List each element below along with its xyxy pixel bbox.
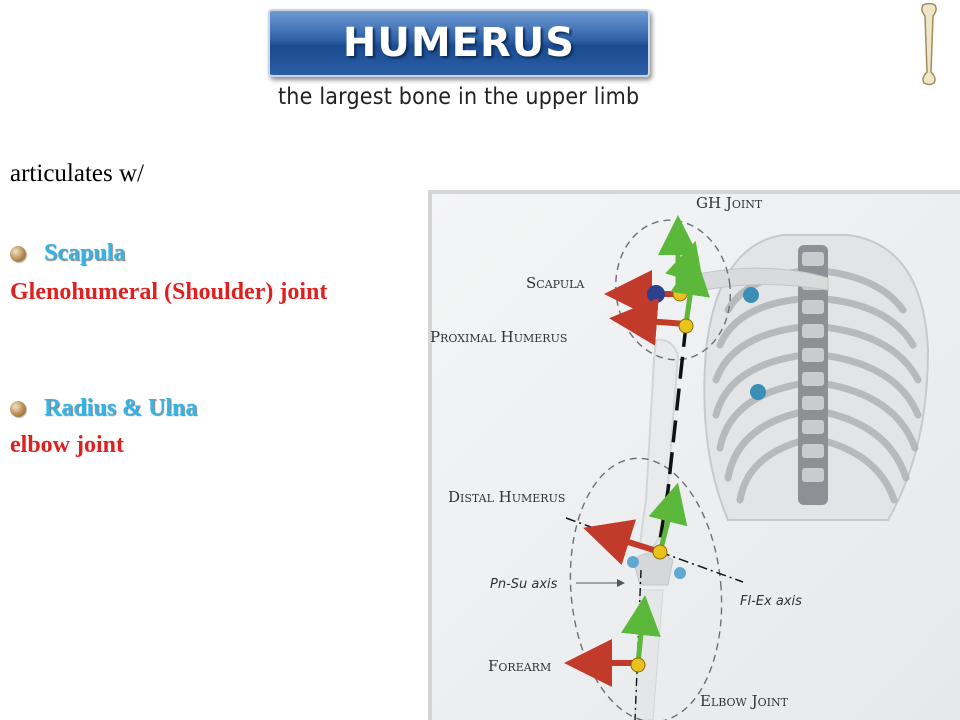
bullet-dot-icon <box>10 400 26 417</box>
label-forearm: Forearm <box>488 657 551 675</box>
joint-name: elbow joint <box>10 432 124 458</box>
label-scapula: Scapula <box>526 274 585 292</box>
coordinate-arrows <box>564 215 710 687</box>
bone-icon <box>921 2 937 86</box>
title-banner: HUMERUS <box>268 9 650 77</box>
label-proximal-humerus: Proximal Humerus <box>430 328 567 346</box>
label-fl-ex-axis: Fl-Ex axis <box>740 594 802 609</box>
list-item: Radius & Ulna <box>10 395 197 422</box>
anatomy-figure: GH Joint Scapula Proximal Humerus Distal… <box>428 190 960 720</box>
rib-cage <box>692 234 930 521</box>
page-title: HUMERUS <box>342 20 576 66</box>
list-item: Scapula <box>10 240 125 267</box>
joint-name: Glenohumeral (Shoulder) joint <box>10 279 328 305</box>
page-subtitle: the largest bone in the upper limb <box>278 84 640 110</box>
bone-name: Scapula <box>44 240 126 266</box>
bullet-dot-icon <box>10 245 26 262</box>
label-pn-su-axis: Pn-Su axis <box>490 577 558 592</box>
label-elbow-joint: Elbow Joint <box>700 692 789 710</box>
bone-name: Radius & Ulna <box>44 395 198 421</box>
label-distal-humerus: Distal Humerus <box>448 488 565 506</box>
label-gh-joint: GH Joint <box>696 194 763 212</box>
intro-text: articulates w/ <box>10 160 144 187</box>
